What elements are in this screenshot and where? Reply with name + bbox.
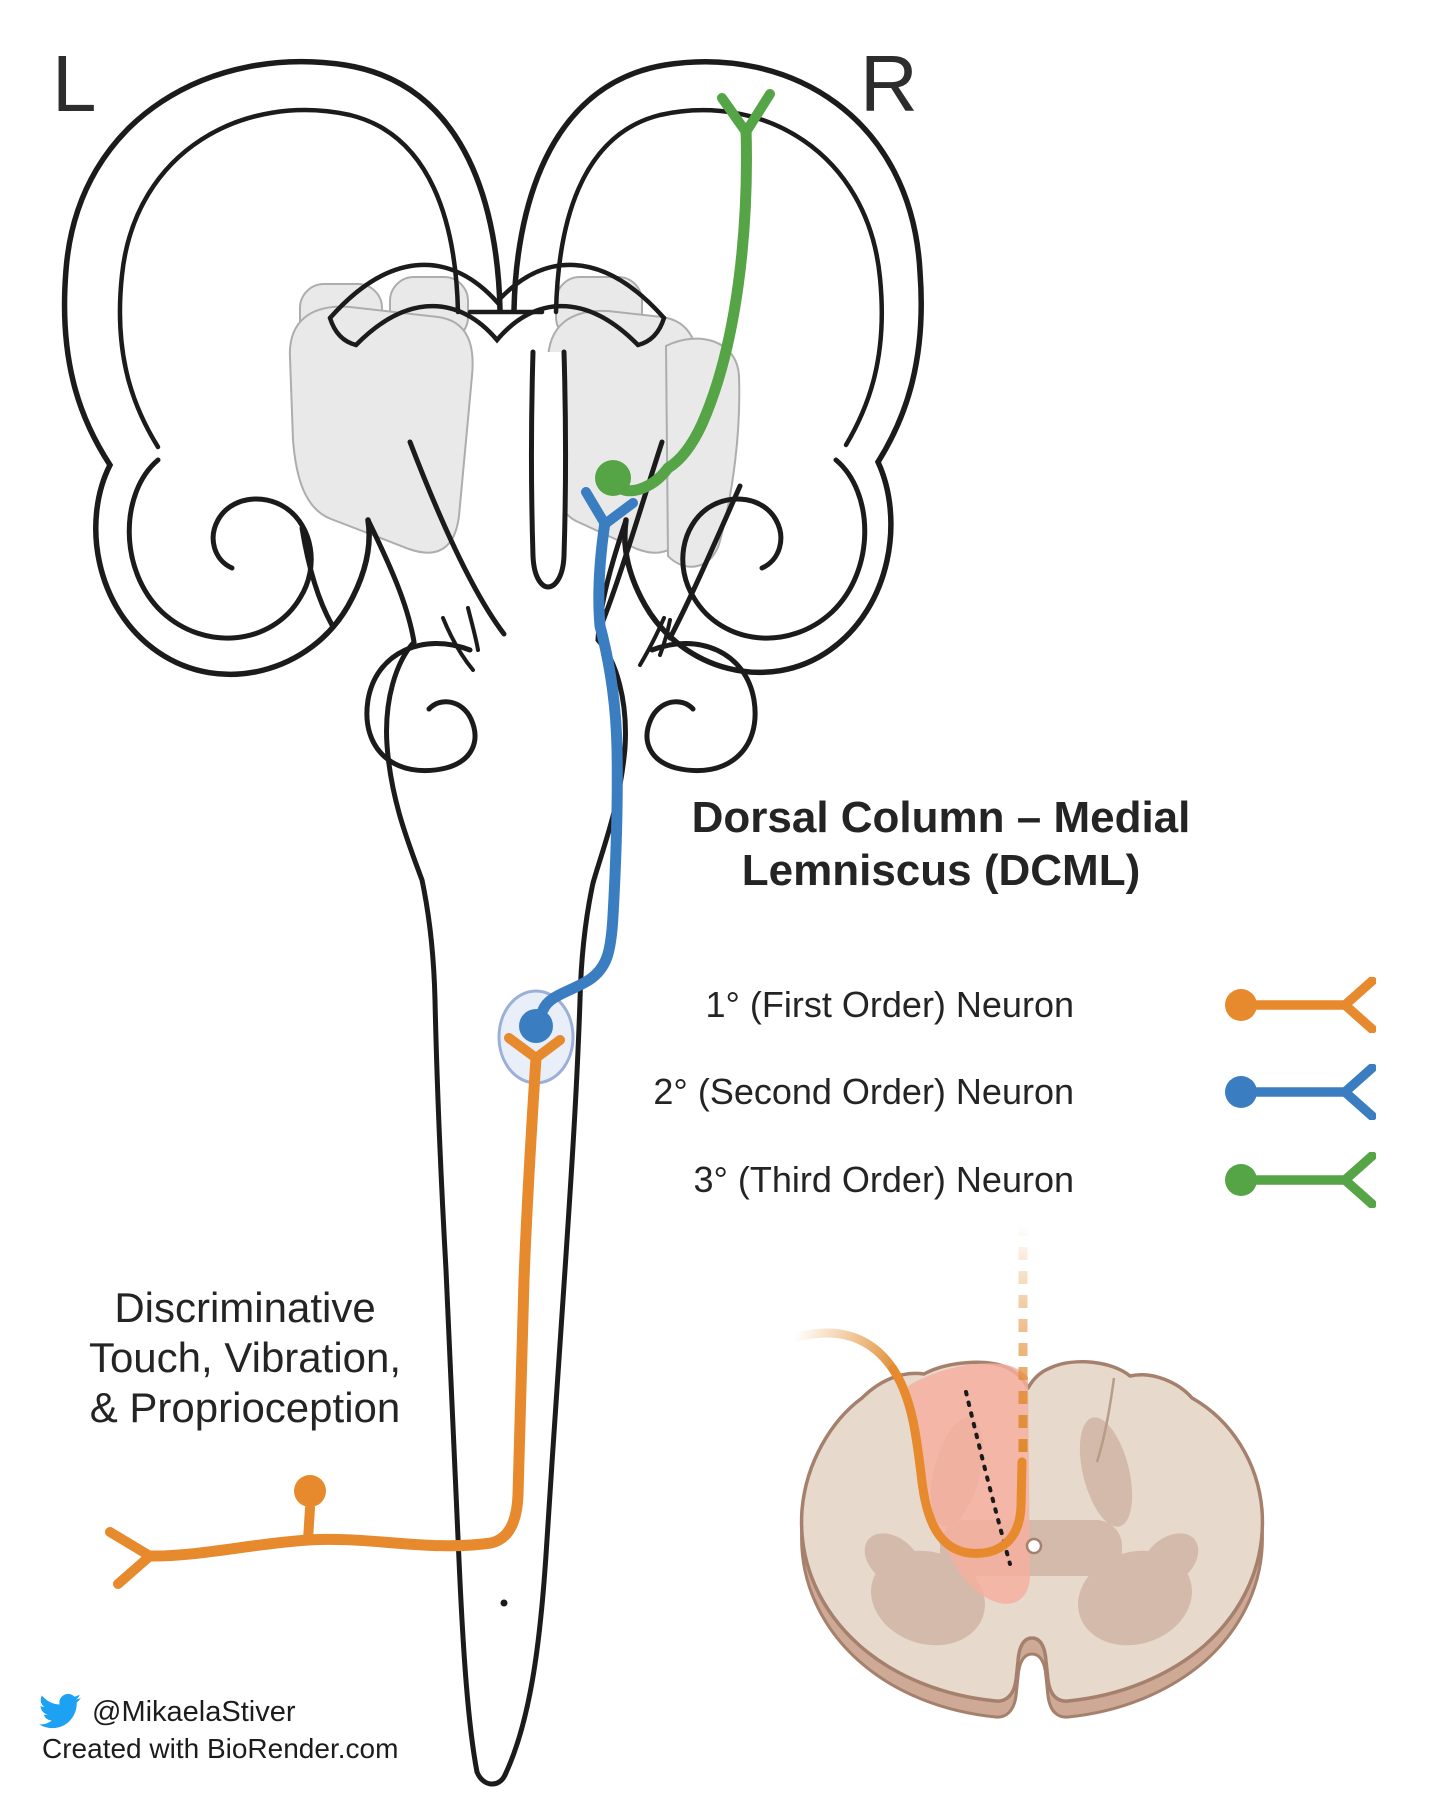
first-order-root-curve — [888, 1364, 1027, 1558]
right-cortex-inner-line — [553, 107, 885, 448]
hemisphere-label-right: R — [860, 39, 918, 128]
legend-label: 2° (Second Order) Neuron — [653, 1071, 1074, 1112]
first-order-receptor-fork — [105, 1527, 155, 1589]
left-hemisphere-outline — [61, 58, 503, 677]
brain-coronal-section — [61, 58, 924, 1787]
left-midbrain-ticks — [441, 606, 480, 672]
legend-item-third-order: 3° (Third Order) Neuron — [693, 1152, 1376, 1208]
legend-label: 1° (First Order) Neuron — [705, 984, 1074, 1025]
hemisphere-label-left: L — [52, 39, 97, 128]
ventricle-band-top — [327, 262, 667, 321]
second-order-neuron-pathway — [519, 487, 638, 1043]
second-order-terminal-fork — [581, 487, 638, 529]
biorender-credit: Created with BioRender.com — [42, 1733, 399, 1764]
dendrite-fork-icon — [1340, 1152, 1376, 1208]
brainstem-left-edge — [365, 517, 480, 1775]
right-hemisphere-outline — [511, 59, 924, 675]
legend-item-first-order: 1° (First Order) Neuron — [706, 977, 1376, 1033]
right-hippocampal-hook — [644, 640, 758, 774]
left-hippocampal-hook — [364, 640, 478, 774]
spinal-cord-cross-section — [792, 1228, 1265, 1719]
legend-label: 3° (Third Order) Neuron — [693, 1159, 1074, 1200]
left-temporal-spiral — [126, 457, 314, 641]
dendrite-fork-icon — [1340, 1064, 1376, 1120]
right-peduncle-outer-line — [667, 483, 743, 641]
third-ventricle-slot — [529, 349, 568, 590]
sensory-modalities-label: Discriminative Touch, Vibration, & Propr… — [15, 1283, 475, 1433]
spinal-cord-tip — [474, 1769, 508, 1787]
sensory-modalities-line2: Touch, Vibration, — [88, 1334, 402, 1381]
second-order-soma — [519, 1009, 553, 1043]
second-order-neuron-glyph — [1225, 1064, 1376, 1120]
left-peduncle-inner-line — [407, 439, 507, 637]
soma-icon — [1225, 1164, 1257, 1196]
twitter-handle: @MikaelaStiver — [92, 1696, 296, 1728]
gray-blob — [288, 305, 474, 554]
third-order-terminal-fork — [717, 89, 775, 137]
first-order-axon — [144, 1052, 542, 1562]
first-order-neuron-glyph — [1225, 977, 1376, 1033]
twitter-bird-path — [39, 1693, 81, 1729]
first-order-neuron-pathway — [105, 1033, 565, 1589]
third-order-soma — [595, 460, 631, 496]
legend-item-second-order: 2° (Second Order) Neuron — [653, 1064, 1376, 1120]
dorsal-septum-line — [1095, 1377, 1116, 1463]
third-order-neuron-glyph — [1225, 1152, 1376, 1208]
soma-icon — [1225, 989, 1257, 1021]
brainstem-right-edge — [502, 517, 629, 1778]
third-order-axon — [614, 122, 752, 497]
diagram-title-line1: Dorsal Column – Medial — [691, 793, 1191, 842]
first-order-central-fork — [504, 1033, 565, 1063]
twitter-icon — [39, 1693, 81, 1729]
diagram-title-line2: Lemniscus (DCML) — [741, 845, 1141, 895]
sensory-modalities-line1: Discriminative — [114, 1284, 376, 1331]
left-peduncle-outer-line — [299, 525, 335, 628]
first-order-entry-fade — [792, 1328, 898, 1374]
second-order-axon — [537, 516, 623, 1016]
first-order-soma-branch — [303, 1503, 315, 1545]
gray-blob — [664, 337, 741, 568]
first-order-soma — [294, 1475, 326, 1507]
ink-dot — [500, 1599, 508, 1607]
central-canal — [1025, 1537, 1043, 1555]
soma-icon — [1225, 1076, 1257, 1108]
right-midbrain-ticks — [638, 616, 672, 667]
diagram-title: Dorsal Column – Medial Lemniscus (DCML) — [646, 792, 1236, 898]
sensory-modalities-line3: & Proprioception — [89, 1384, 401, 1431]
left-cortex-inner-line — [117, 107, 461, 450]
right-peduncle-inner-line — [598, 439, 665, 629]
dendrite-fork-icon — [1340, 977, 1376, 1033]
third-order-neuron-pathway — [595, 89, 775, 497]
ventricle-band-ends — [327, 315, 667, 348]
ventricle-band-bottom — [353, 303, 641, 348]
